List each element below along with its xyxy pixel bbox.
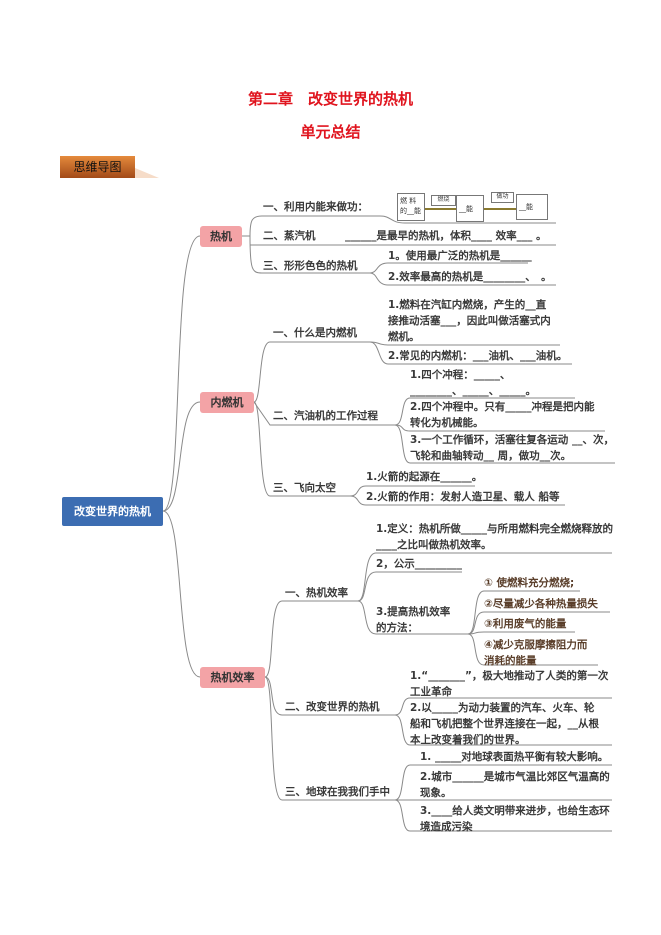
chapter-title: 第二章 改变世界的热机 — [247, 90, 413, 108]
diagram-box-internal: __能 — [456, 195, 484, 222]
leaf: 2，公示_________ — [376, 558, 463, 570]
leaf: 2.常见的内燃机：___油机、___油机。 — [388, 350, 568, 362]
diagram-box-mechanical: __能 — [516, 194, 548, 220]
efficiency-s2: 二、改变世界的热机 — [285, 701, 380, 713]
node-internal-combustion: 内燃机 — [200, 392, 254, 413]
mind-map-tag: 思维导图 — [60, 156, 135, 178]
efficiency-s3: 三、地球在我我们手中 — [285, 786, 390, 798]
heat-engine-s3: 三、形形色色的热机 — [263, 260, 358, 272]
leaf: 3.一个工作循环，活塞往复各运动 __、次，飞轮和曲轴转动__ 周，做功__次。 — [410, 434, 614, 462]
leaf: 1.四个冲程：_____、________、_____、_____。 — [410, 369, 536, 397]
section-title: 单元总结 — [300, 123, 361, 141]
leaf: 2.火箭的作用：发射人造卫星、载人 船等 — [366, 491, 560, 503]
steam-engine-text: ______是最早的热机，体积____ 效率___ 。 — [345, 230, 547, 242]
diagram-box-fuel: 燃 料 的__能 — [397, 193, 425, 221]
leaf: 1.“_______”，极大地推动了人类的第一次工业革命 — [410, 670, 609, 698]
tag-tail — [135, 168, 159, 178]
diagram-label-work: 做功 — [491, 192, 514, 203]
leaf: 2.城市______是城市气温比郊区气温高的现象。 — [420, 771, 610, 799]
leaf: 1.燃料在汽缸内燃烧，产生的__直接推动活塞___，因此叫做活塞式内燃机。 — [388, 299, 551, 343]
leaf: 3.____给人类文明带来进步，也给生态环境造成污染 — [420, 805, 610, 833]
leaf: 1.定义：热机所做_____与所用燃料完全燃烧释放的____之比叫做热机效率。 — [376, 523, 614, 551]
node-heat-engine: 热机 — [200, 226, 242, 247]
efficiency-s1: 一、热机效率 — [285, 587, 348, 599]
leaf: 1.火箭的起源在______。 — [366, 471, 483, 483]
heat-engine-s1: 一、利用内能来做功： — [263, 201, 368, 213]
leaf: 2.效率最高的热机是________、 。 — [388, 271, 552, 283]
leaf: 1。使用最广泛的热机是______ — [388, 250, 532, 262]
leaf: 3.提高热机效率的方法： — [376, 606, 451, 634]
ice-s2: 二、汽油机的工作过程 — [273, 410, 378, 422]
method: ②尽量减少各种热量损失 — [484, 598, 598, 610]
ice-s3: 三、飞向太空 — [273, 482, 336, 494]
ice-s1: 一、什么是内燃机 — [273, 327, 357, 339]
root-node: 改变世界的热机 — [62, 497, 163, 526]
leaf: 2.以_____为动力装置的汽车、火车、轮船和飞机把整个世界连接在一起，__从根… — [410, 702, 599, 746]
node-efficiency: 热机效率 — [200, 667, 265, 688]
diagram-label-burn: 燃烧 — [431, 195, 456, 206]
leaf: 1. _____对地球表面热平衡有较大影响。 — [420, 751, 609, 763]
method: ④减少克服摩擦阻力而消耗的能量 — [484, 639, 588, 667]
leaf: 2.四个冲程中。只有_____冲程是把内能转化为机械能。 — [410, 401, 595, 429]
method: ③利用废气的能量 — [484, 618, 567, 630]
heat-engine-s2: 二、蒸汽机 — [263, 230, 316, 242]
method: ① 使燃料充分燃烧; — [484, 577, 575, 589]
